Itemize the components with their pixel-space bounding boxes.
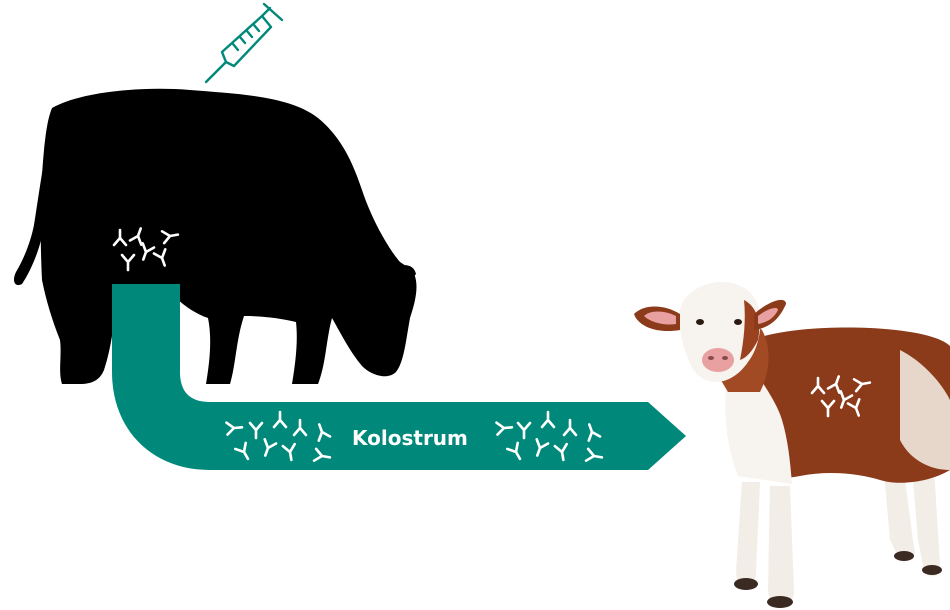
arrow-label: Kolostrum [352, 426, 468, 450]
syringe-icon [206, 4, 282, 82]
cow-silhouette [14, 89, 416, 384]
calf-image [634, 282, 950, 608]
